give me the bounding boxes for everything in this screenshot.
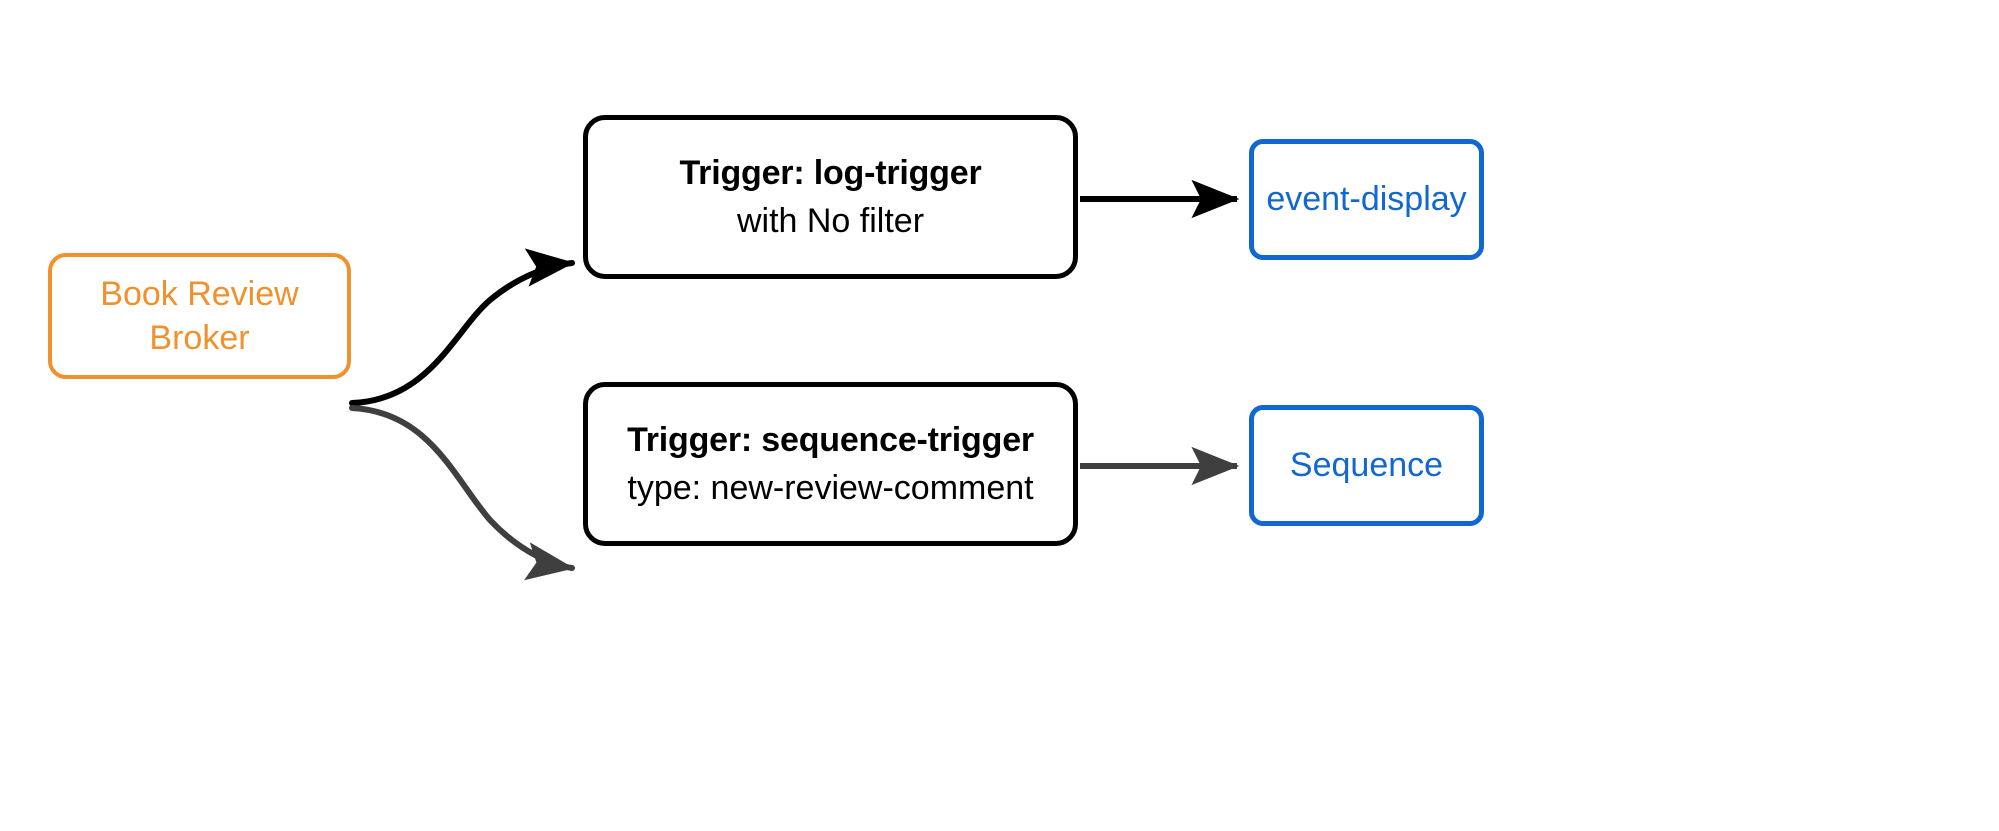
edge-broker-to-sequence-trigger [349,405,575,581]
trigger-sequence-subtitle: type: new-review-comment [627,469,1034,507]
node-sink-event-display[interactable]: event-display [1249,139,1484,260]
sink-sequence-label: Sequence [1289,446,1444,485]
trigger-log-title: Trigger: log-trigger [679,153,982,192]
sink-event-display-label: event-display [1266,180,1467,219]
node-sink-sequence[interactable]: Sequence [1249,405,1484,526]
broker-label-line2: Broker [149,319,250,357]
edge-broker-to-log-trigger [349,248,575,406]
trigger-sequence-title: Trigger: sequence-trigger [627,420,1034,459]
trigger-log-subtitle: with No filter [736,202,925,240]
node-trigger-sequence-trigger[interactable]: Trigger: sequence-trigger type: new-revi… [583,382,1078,546]
broker-label-line1: Book Review [100,274,299,313]
node-book-review-broker[interactable]: Book Review Broker [48,253,351,379]
node-trigger-log-trigger[interactable]: Trigger: log-trigger with No filter [583,115,1078,279]
